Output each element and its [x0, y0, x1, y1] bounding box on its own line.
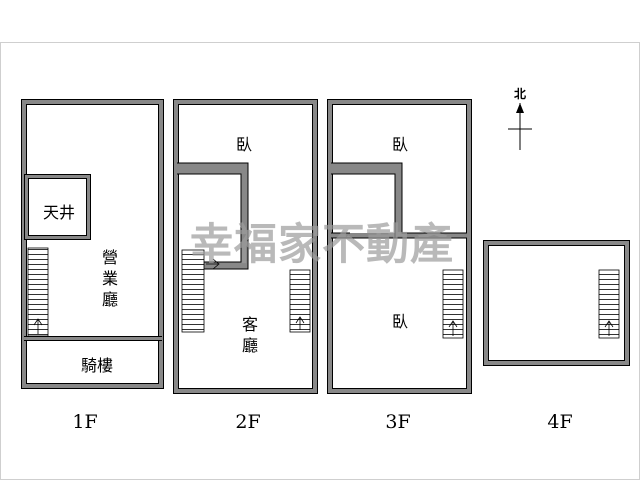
room-label-shop-1: 營 [102, 248, 118, 267]
room-label-bedroom-2f: 臥 [236, 135, 252, 154]
north-arrow: 北 [508, 86, 532, 150]
room-label-shop-3: 廳 [102, 290, 118, 309]
floor-label-4f: 4F [547, 411, 572, 433]
floor-label-3f: 3F [385, 411, 410, 433]
watermark: 幸福家不動產 [190, 220, 454, 270]
floor-3f: 臥 臥 3F [327, 99, 472, 433]
north-arrow-icon [516, 103, 524, 113]
room-label-living-2: 廳 [242, 336, 258, 355]
stair-2f-b [289, 269, 311, 333]
floor-label-2f: 2F [235, 411, 260, 433]
stair-3f [442, 269, 464, 339]
floor-label-1f: 1F [72, 411, 97, 433]
room-label-courtyard: 天井 [43, 203, 75, 222]
floor-4f: 4F [483, 240, 630, 433]
room-label-shop-2: 業 [102, 269, 118, 288]
room-label-arcade: 騎樓 [81, 356, 113, 375]
room-label-living-1: 客 [242, 315, 258, 334]
stair-4f [598, 269, 620, 339]
room-label-bedroom-3f-b: 臥 [392, 312, 408, 331]
compass-label: 北 [514, 86, 526, 101]
stair-1f [27, 247, 49, 337]
floor-1f: 天井 營 業 廳 騎樓 1F [21, 99, 164, 433]
floor-2f: 臥 客 廳 2F [173, 99, 318, 433]
stair-2f [181, 249, 205, 333]
room-label-bedroom-3f-a: 臥 [392, 135, 408, 154]
